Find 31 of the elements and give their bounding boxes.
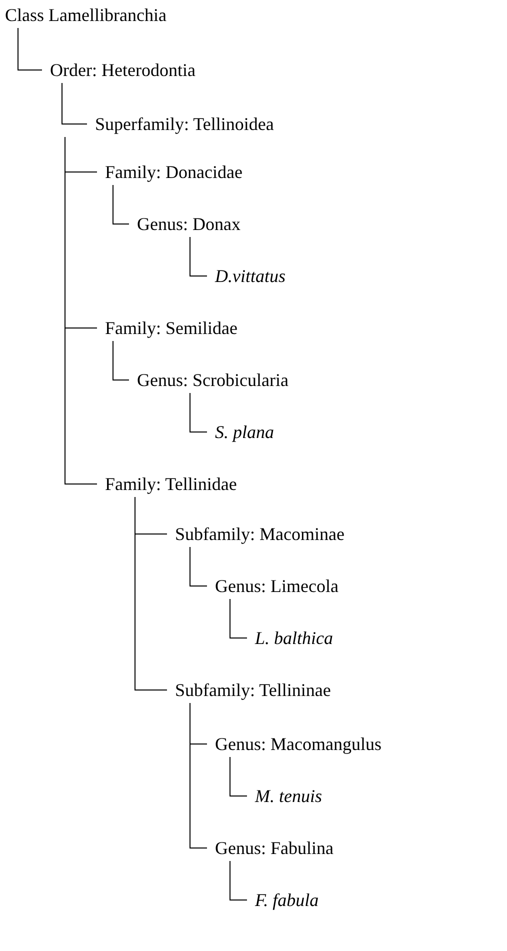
taxon-label: Subfamily: Tellininae (175, 679, 331, 701)
tree-line (62, 82, 88, 124)
taxon-label: S. plana (215, 421, 274, 443)
taxon-label: D.vittatus (215, 265, 286, 287)
taxon-label: L. balthica (255, 627, 334, 649)
taxon-label: Genus: Scrobicularia (137, 369, 288, 391)
taxon-label: Order: Heterodontia (50, 59, 196, 81)
taxon-label: Family: Tellinidae (105, 473, 237, 495)
tree-line (112, 340, 130, 380)
taxon-label: Genus: Limecola (215, 575, 338, 597)
tree-line (190, 236, 208, 276)
tree-line (190, 546, 208, 586)
taxon-label: Family: Donacidae (105, 161, 242, 183)
tree-line (190, 702, 208, 848)
tree-line (230, 756, 248, 796)
taxon-label: Class Lamellibranchia (5, 4, 166, 26)
tree-line (230, 860, 248, 900)
tree-line (112, 184, 130, 224)
taxon-label: Genus: Macomangulus (215, 733, 382, 755)
taxon-label: M. tenuis (255, 785, 322, 807)
tree-line (64, 136, 98, 484)
tree-line (190, 392, 208, 432)
taxon-label: Genus: Fabulina (215, 837, 334, 859)
taxon-label: Family: Semilidae (105, 317, 238, 339)
taxon-label: Subfamily: Macominae (175, 523, 344, 545)
tree-line (230, 598, 248, 638)
tree-line (134, 496, 168, 690)
taxon-label: Genus: Donax (137, 213, 240, 235)
taxon-label: F. fabula (255, 889, 319, 911)
tree-line (18, 28, 42, 70)
taxon-label: Superfamily: Tellinoidea (95, 113, 274, 135)
